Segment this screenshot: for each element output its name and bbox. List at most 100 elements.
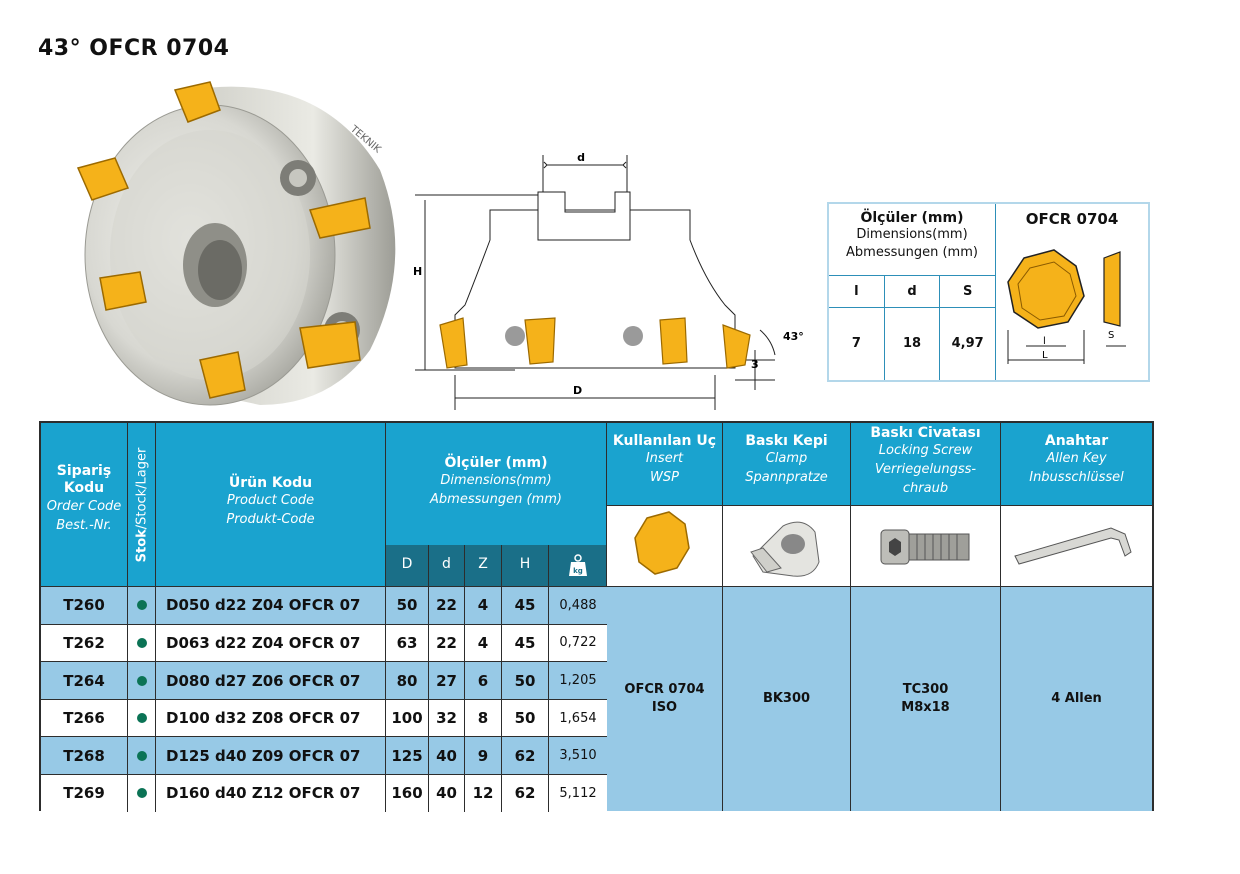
locking-screw-image — [851, 505, 1001, 586]
product-code-cell: D063 d22 Z04 OFCR 07 — [156, 624, 386, 662]
insert-L-label: L — [1042, 350, 1048, 361]
spec-val-d: 18 — [885, 308, 941, 380]
dim-Z-cell: 6 — [465, 662, 502, 699]
dim-Z-cell: 4 — [465, 624, 502, 662]
dim-H-cell: 62 — [502, 775, 549, 812]
dim-H-cell: 50 — [502, 699, 549, 737]
dim-Z-cell: 12 — [465, 775, 502, 812]
product-code-cell: D125 d40 Z09 OFCR 07 — [156, 737, 386, 775]
clamp-value-cell: BK300 — [723, 586, 851, 811]
col-D: D — [386, 545, 429, 586]
dim-d-cell: 32 — [429, 699, 465, 737]
spec-head-de: Abmessungen (mm) — [846, 245, 978, 260]
insert-s-label: S — [1108, 330, 1114, 341]
milling-cutter-image: TEKNIK — [76, 81, 396, 406]
order-code-cell: T269 — [41, 775, 128, 812]
stock-cell — [128, 699, 156, 737]
dim-d-cell: 40 — [429, 775, 465, 812]
weight-cell: 5,112 — [559, 785, 597, 801]
stock-cell — [128, 737, 156, 775]
screw-value-cell: TC300 M8x18 — [851, 586, 1001, 811]
insert-drawing: l L S — [1007, 249, 1126, 364]
allen-key-value-cell: 4 Allen — [1001, 586, 1152, 811]
order-code-cell: T266 — [41, 699, 128, 737]
dim-H-cell: 45 — [502, 624, 549, 662]
header-dimensions: Ölçüler (mm) Dimensions(mm) Abmessungen … — [386, 423, 607, 545]
spec-col-s: S — [940, 276, 996, 308]
dim-D-cell: 80 — [386, 662, 429, 699]
dim-d-cell: 22 — [429, 587, 465, 624]
header-insert: Kullanılan Uç Insert WSP — [607, 423, 723, 505]
insert-title: OFCR 0704 — [1025, 210, 1119, 228]
col-H: H — [502, 545, 549, 586]
cutter-technical-drawing: d H D 43° 3 — [413, 151, 804, 410]
stock-cell — [128, 624, 156, 662]
spec-val-l: 7 — [829, 308, 885, 380]
insert-value-cell: OFCR 0704 ISO — [607, 586, 723, 811]
dim-Z-cell: 4 — [465, 587, 502, 624]
stock-dot-icon — [136, 713, 147, 724]
col-Z: Z — [465, 545, 502, 586]
stock-cell — [128, 775, 156, 812]
dim-D-cell: 63 — [386, 624, 429, 662]
insert-spec-box: Ölçüler (mm) Dimensions(mm) Abmessungen … — [827, 202, 1150, 382]
dim-D-cell: 125 — [386, 737, 429, 775]
svg-text:kg: kg — [573, 567, 583, 575]
insert-l-label: l — [1043, 336, 1046, 347]
dim-d-label: d — [577, 151, 585, 164]
dim-d-cell: 22 — [429, 624, 465, 662]
dim-H-cell: 62 — [502, 737, 549, 775]
stock-dot-icon — [136, 675, 147, 686]
stock-cell — [128, 662, 156, 699]
order-code-cell: T262 — [41, 624, 128, 662]
header-locking-screw: Baskı Civatası Locking Screw Verriegelun… — [851, 423, 1001, 505]
header-allen-key: Anahtar Allen Key Inbusschlüssel — [1001, 423, 1152, 505]
product-code-cell: D160 d40 Z12 OFCR 07 — [156, 775, 386, 812]
dim-H-label: H — [413, 265, 422, 278]
product-table: Sipariş Kodu Order Code Best.-Nr. Stok/S… — [39, 421, 1154, 812]
order-code-cell: T260 — [41, 587, 128, 624]
spec-col-d: d — [884, 276, 941, 308]
allen-key-image — [1001, 505, 1152, 586]
col-d: d — [429, 545, 465, 586]
weight-cell: 1,654 — [559, 710, 597, 726]
header-stock: Stok/Stock/Lager — [128, 423, 156, 586]
weight-cell: 0,488 — [559, 597, 597, 613]
order-code-cell: T264 — [41, 662, 128, 699]
dim-d-cell: 40 — [429, 737, 465, 775]
header-product-code: Ürün Kodu Product Code Produkt-Code — [156, 423, 386, 586]
clamp-image — [723, 505, 851, 586]
product-code-cell: D100 d32 Z08 OFCR 07 — [156, 699, 386, 737]
dim-D-cell: 50 — [386, 587, 429, 624]
dim-D-cell: 160 — [386, 775, 429, 812]
weight-cell: 1,205 — [559, 673, 597, 689]
product-code-cell: D050 d22 Z04 OFCR 07 — [156, 587, 386, 624]
weight-kg-icon: kg — [568, 554, 587, 576]
dim-D-label: D — [573, 384, 582, 397]
dim-Z-cell: 8 — [465, 699, 502, 737]
col-weight: kg — [549, 545, 607, 586]
spec-val-s: 4,97 — [951, 336, 984, 351]
dim-depth-label: 3 — [751, 358, 759, 371]
dim-D-cell: 100 — [386, 699, 429, 737]
page-title: 43° OFCR 0704 — [38, 36, 230, 61]
stock-dot-icon — [136, 637, 147, 648]
header-clamp: Baskı Kepi Clamp Spannpratze — [723, 423, 851, 505]
dim-d-cell: 27 — [429, 662, 465, 699]
order-code-cell: T268 — [41, 737, 128, 775]
dim-Z-cell: 9 — [465, 737, 502, 775]
stock-cell — [128, 587, 156, 624]
stock-dot-icon — [136, 600, 147, 611]
dim-H-cell: 50 — [502, 662, 549, 699]
weight-cell: 3,510 — [559, 748, 597, 764]
product-code-cell: D080 d27 Z06 OFCR 07 — [156, 662, 386, 699]
spec-head-bold: Ölçüler (mm) — [860, 210, 964, 226]
spec-col-l: l — [829, 276, 885, 308]
stock-dot-icon — [136, 750, 147, 761]
